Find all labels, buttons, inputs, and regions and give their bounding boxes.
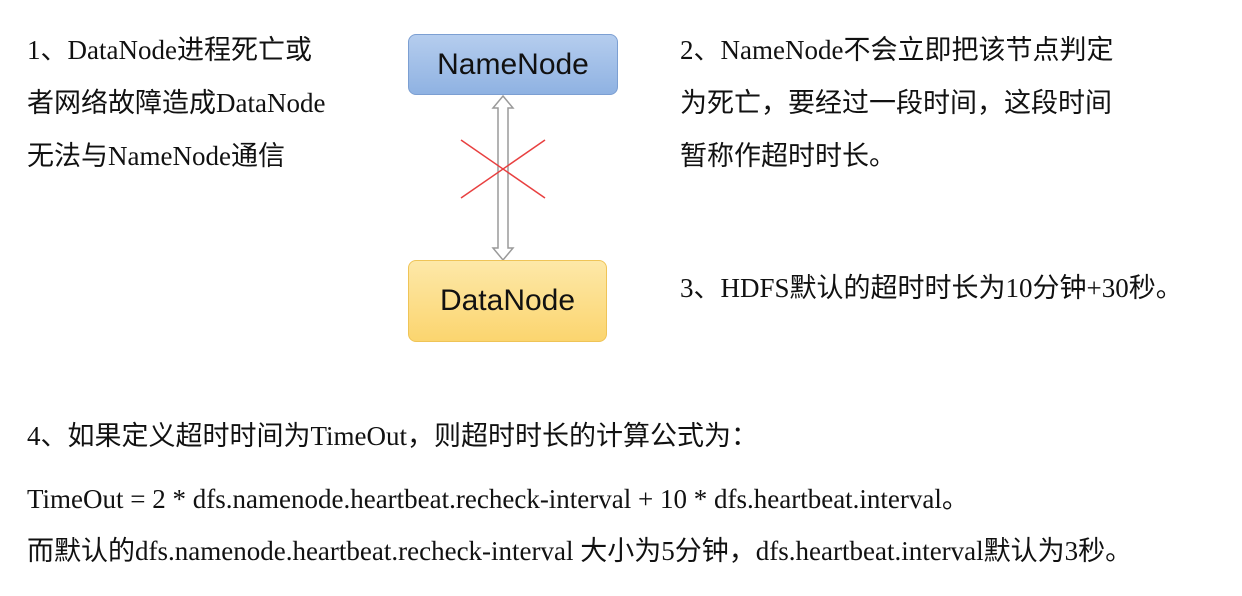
double-arrow-icon: [491, 94, 515, 262]
datanode-failure-note: 1、DataNode进程死亡或 者网络故障造成DataNode 无法与NameN…: [27, 24, 325, 183]
namenode-box: NameNode: [408, 34, 618, 95]
note-line: 2、NameNode不会立即把该节点判定: [680, 35, 1114, 65]
timeout-note: 2、NameNode不会立即把该节点判定 为死亡，要经过一段时间，这段时间 暂称…: [680, 24, 1113, 183]
note-line: 暂称作超时时长。: [680, 141, 896, 171]
cross-icon: [460, 139, 546, 199]
namenode-label: NameNode: [437, 47, 589, 81]
note-line: 为死亡，要经过一段时间，这段时间: [680, 88, 1112, 118]
default-timeout-note: 3、HDFS默认的超时时长为10分钟+30秒。: [680, 273, 1183, 303]
formula-line: TimeOut = 2 * dfs.namenode.heartbeat.rec…: [27, 484, 969, 514]
note-line: 者网络故障造成DataNode: [27, 88, 326, 118]
datanode-label: DataNode: [439, 284, 576, 317]
formula-block: TimeOut = 2 * dfs.namenode.heartbeat.rec…: [27, 473, 1132, 577]
formula-intro: 4、如果定义超时时间为TimeOut，则超时时长的计算公式为：: [27, 421, 759, 451]
note-line: 无法与NameNode通信: [27, 141, 285, 171]
datanode-box: DataNode: [408, 260, 607, 342]
formula-line: 而默认的dfs.namenode.heartbeat.recheck-inter…: [27, 536, 1133, 566]
note-line: 1、DataNode进程死亡或: [27, 35, 312, 65]
